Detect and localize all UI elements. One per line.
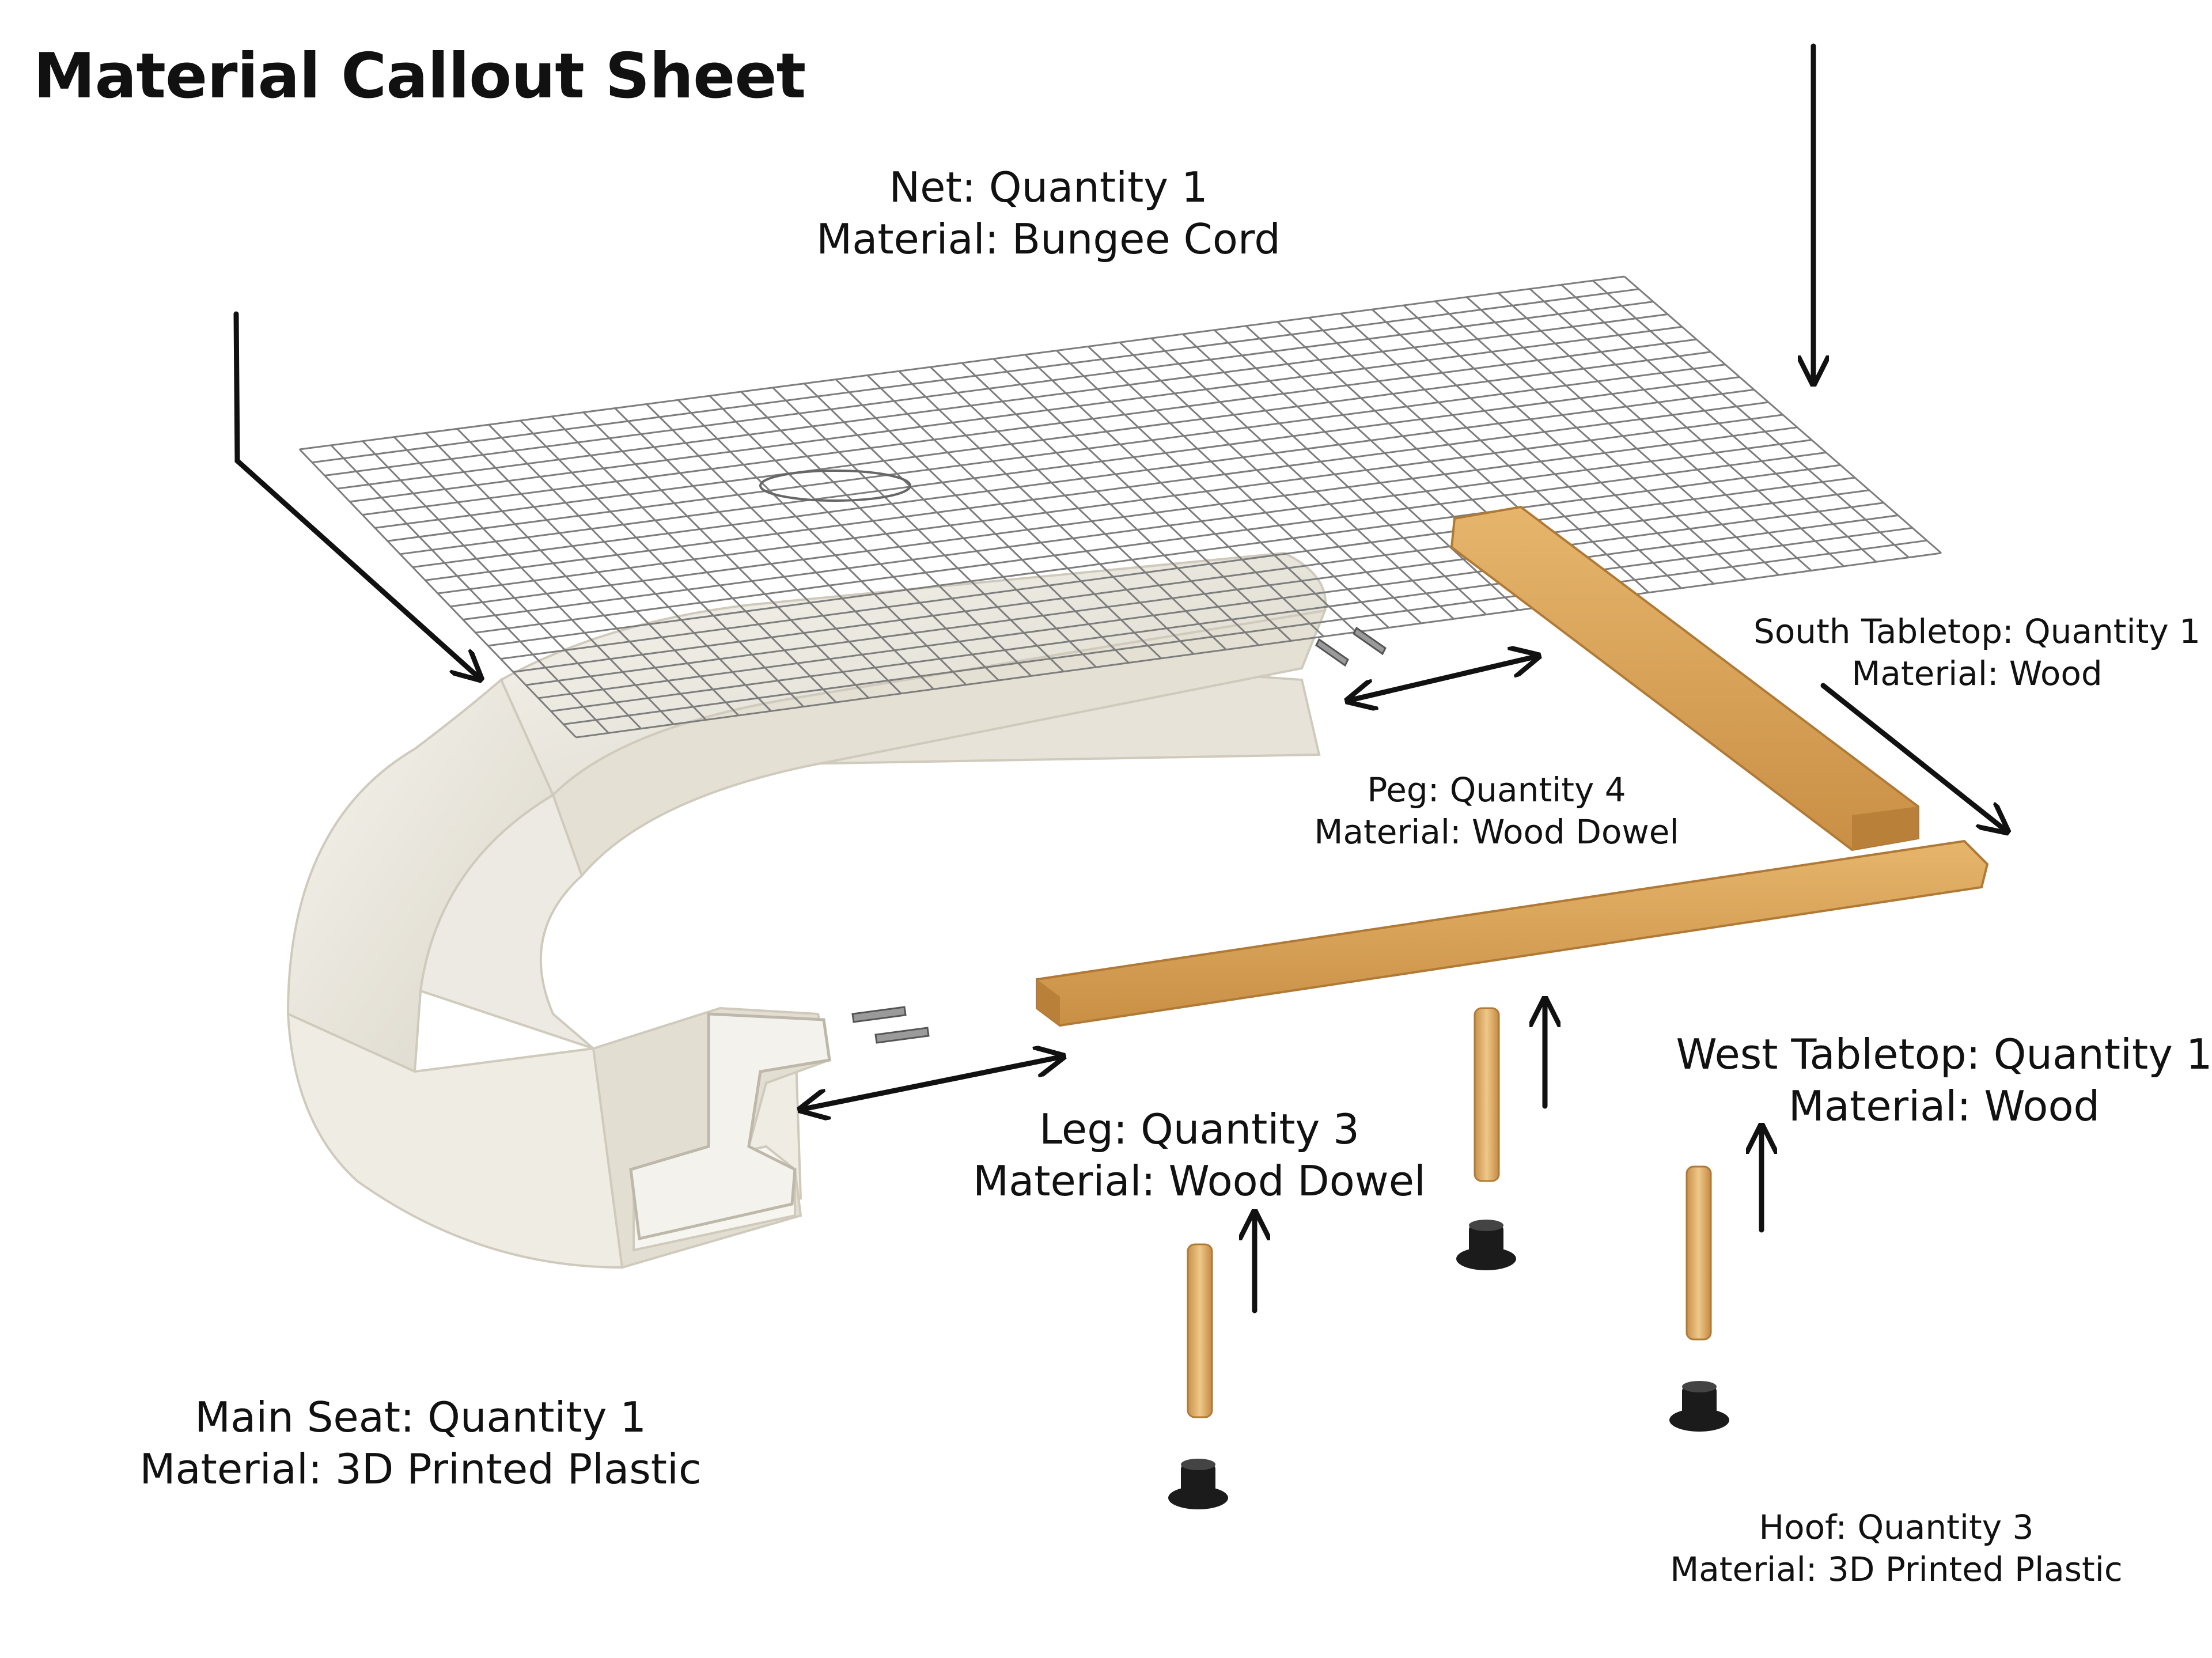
south-tabletop-part (1450, 505, 1919, 851)
west-tabletop-callout: West Tabletop: Quantity 1 Material: Wood (1676, 1028, 2212, 1132)
net-material: Material: Bungee Cord (816, 215, 1281, 263)
net-center-ring (759, 470, 911, 502)
legs-part (1187, 1007, 1712, 1418)
west-tabletop-part (1036, 839, 1989, 1027)
net-callout: Net: Quantity 1 Material: Bungee Cord (816, 161, 1281, 265)
main-seat-callout: Main Seat: Quantity 1 Material: 3D Print… (139, 1391, 701, 1495)
south-tabletop-material: Material: Wood (1851, 653, 2103, 693)
west-tabletop-material: Material: Wood (1788, 1082, 2100, 1130)
hoof-quantity: Hoof: Quantity 3 (1759, 1508, 2034, 1547)
peg-material: Material: Wood Dowel (1314, 812, 1679, 851)
pegs-part (851, 626, 1387, 1044)
west-tabletop-quantity: West Tabletop: Quantity 1 (1676, 1030, 2212, 1078)
leg-material: Material: Wood Dowel (973, 1157, 1426, 1205)
net-quantity: Net: Quantity 1 (889, 163, 1208, 211)
south-tabletop-quantity: South Tabletop: Quantity 1 (1753, 612, 2200, 651)
hoof-callout: Hoof: Quantity 3 Material: 3D Printed Pl… (1670, 1506, 2123, 1590)
peg-quantity: Peg: Quantity 4 (1367, 770, 1626, 809)
peg-callout: Peg: Quantity 4 Material: Wood Dowel (1314, 769, 1679, 853)
hoof-material: Material: 3D Printed Plastic (1670, 1549, 2123, 1589)
leg-callout: Leg: Quantity 3 Material: Wood Dowel (973, 1103, 1426, 1207)
main-seat-quantity: Main Seat: Quantity 1 (194, 1393, 647, 1441)
net-part (298, 275, 1942, 739)
hooves-part (1168, 1220, 1729, 1509)
main-seat-part (286, 551, 1327, 1269)
page-title: Material Callout Sheet (33, 40, 806, 112)
leg-quantity: Leg: Quantity 3 (1039, 1105, 1359, 1153)
south-tabletop-callout: South Tabletop: Quantity 1 Material: Woo… (1753, 611, 2200, 694)
main-seat-material: Material: 3D Printed Plastic (139, 1445, 702, 1493)
callout-arrows (233, 43, 2005, 1313)
